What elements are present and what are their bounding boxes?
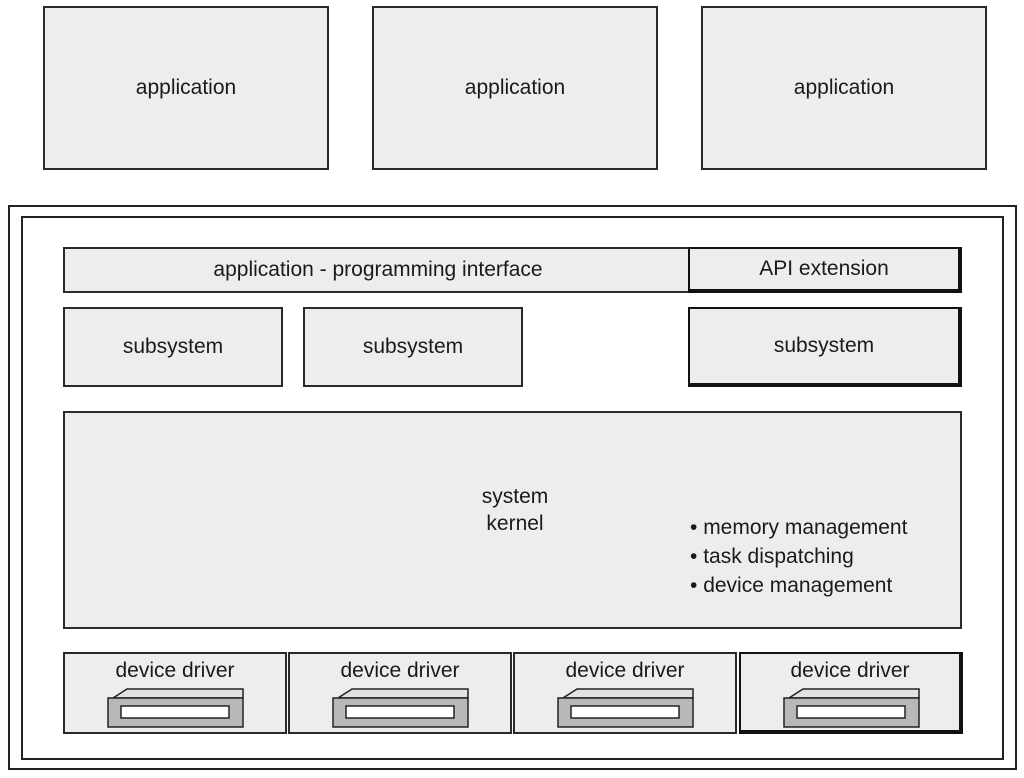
application-label: application [135,76,237,99]
kernel-title-line: kernel [486,512,544,535]
application-label: application [793,76,895,99]
system-kernel-box: system kernel memory management task dis… [63,411,962,629]
subsystem-box: subsystem [63,307,283,387]
kernel-function-item: device management [690,571,907,600]
device-driver-label: device driver [565,659,685,682]
hardware-card-icon [107,688,244,728]
kernel-function-list: memory management task dispatching devic… [690,513,907,600]
kernel-title: system kernel [445,483,585,537]
subsystem-label: subsystem [773,334,875,357]
kernel-function-item: task dispatching [690,542,907,571]
kernel-title-line: system [481,485,549,508]
device-driver-label: device driver [115,659,235,682]
hardware-card-icon [783,688,920,728]
api-label: application - programming interface [213,258,543,281]
device-driver-label: device driver [340,659,460,682]
application-box: application [372,6,658,170]
subsystem-box: subsystem [303,307,523,387]
device-driver-box: device driver [288,652,512,734]
device-driver-box: device driver [63,652,287,734]
api-bar: application - programming interface [63,247,693,293]
device-driver-box: device driver [513,652,737,734]
subsystem-box: subsystem [688,307,962,387]
api-extension-box: API extension [688,247,962,293]
subsystem-label: subsystem [362,335,464,358]
application-box: application [701,6,987,170]
device-driver-label: device driver [790,659,910,682]
kernel-function-item: memory management [690,513,907,542]
device-driver-box: device driver [739,652,963,734]
hardware-card-icon [332,688,469,728]
subsystem-label: subsystem [122,335,224,358]
application-label: application [464,76,566,99]
application-box: application [43,6,329,170]
api-extension-label: API extension [759,257,889,280]
hardware-card-icon [557,688,694,728]
